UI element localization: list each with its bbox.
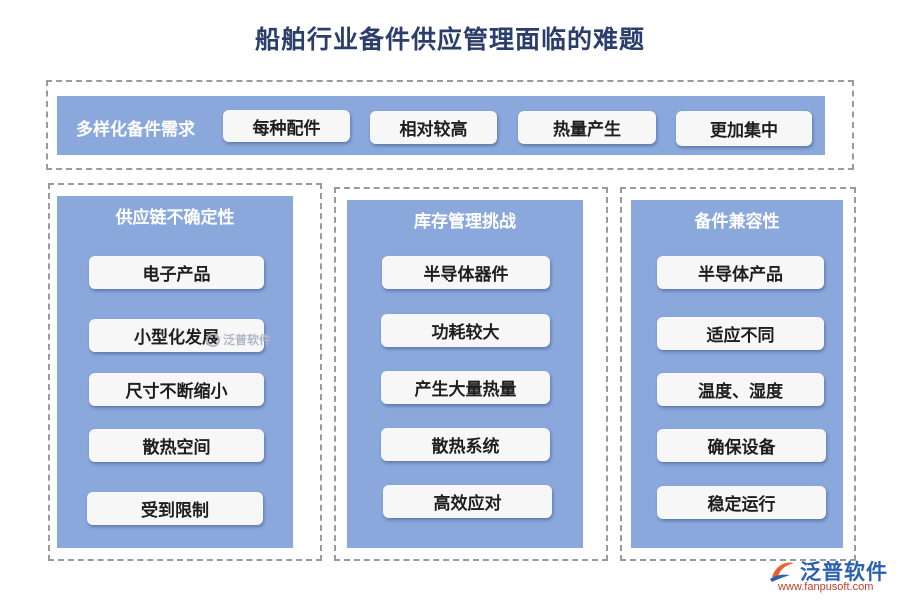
column-item: 半导体产品 [657, 256, 824, 289]
column-frame-compatibility [620, 187, 856, 561]
top-item: 相对较高 [370, 111, 497, 144]
column-frame-supply-chain [48, 183, 322, 561]
column-item: 散热系统 [381, 428, 550, 461]
top-item: 更加集中 [676, 111, 812, 146]
watermark-text: 泛普软件 [223, 333, 272, 347]
column-item: 高效应对 [383, 485, 552, 518]
top-band-label: 多样化备件需求 [76, 120, 195, 140]
brand-logo: 泛普软件 [768, 556, 888, 586]
panel-title-compatibility: 备件兼容性 [694, 212, 780, 232]
column-item: 散热空间 [89, 429, 264, 462]
column-item: 确保设备 [657, 429, 826, 462]
watermark: 泛普软件 [206, 331, 271, 348]
panel-title-inventory: 库存管理挑战 [414, 212, 516, 232]
column-item: 尺寸不断缩小 [89, 373, 264, 406]
column-frame-inventory [334, 187, 608, 561]
column-item: 小型化发展 [89, 319, 264, 352]
watermark-logo-icon [206, 332, 220, 347]
column-item: 受到限制 [87, 492, 263, 525]
column-item: 温度、湿度 [657, 373, 824, 406]
top-item: 热量产生 [518, 111, 656, 144]
brand-logo-name: 泛普软件 [800, 560, 888, 584]
page-title: 船舶行业备件供应管理面临的难题 [254, 25, 645, 54]
column-item: 稳定运行 [657, 486, 826, 519]
top-section-frame [46, 80, 854, 170]
column-item: 电子产品 [89, 256, 264, 289]
column-item: 半导体器件 [382, 256, 550, 289]
column-item: 功耗较大 [381, 314, 550, 347]
brand-logo-url: www.fanpusoft.com [778, 581, 874, 593]
column-item: 适应不同 [657, 317, 824, 350]
top-item: 每种配件 [223, 110, 350, 142]
panel-supply-chain [57, 196, 293, 548]
brand-logo-icon [770, 562, 794, 582]
panel-title-supply-chain: 供应链不确定性 [115, 208, 235, 228]
column-item: 产生大量热量 [381, 371, 550, 404]
